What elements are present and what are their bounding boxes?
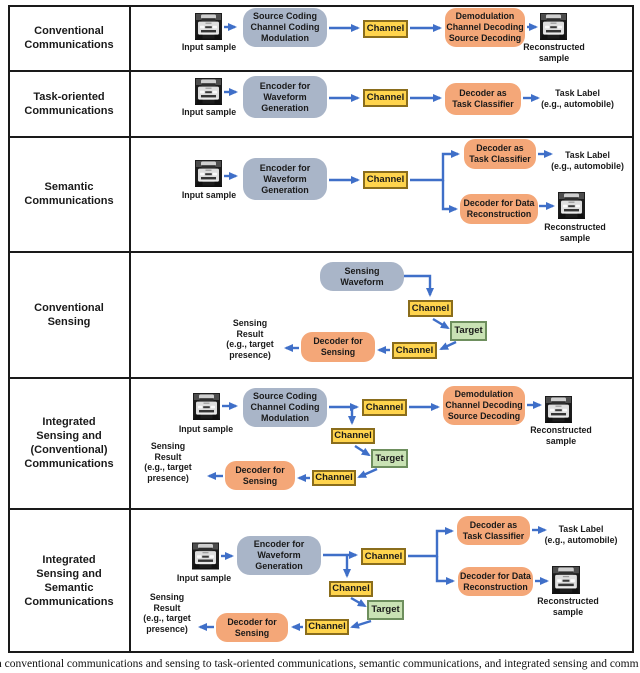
input-sample-caption: Input sample (176, 573, 232, 583)
channel-box: Channel (363, 89, 408, 107)
reconstructed-sample-caption: Reconstructed sample (544, 222, 606, 243)
row-label-task-oriented-communications: Task-oriented Communications (24, 91, 114, 117)
input-sample-image (195, 78, 222, 105)
channel-box: Channel (363, 171, 408, 189)
row-label-integrated-sensing-semantic: Integrated Sensing and Semantic Communic… (24, 554, 114, 608)
target-box: Target (371, 449, 408, 468)
encoder-box: Source Coding Channel Coding Modulation (243, 8, 327, 47)
target-box: Target (367, 600, 404, 620)
decoder-task-classifier-box: Decoder as Task Classifier (464, 139, 536, 169)
task-label-text: Task Label (e.g., automobile) (551, 150, 624, 171)
figure-caption: n conventional communications and sensin… (0, 658, 639, 670)
task-label-text: Task Label (e.g., automobile) (541, 88, 614, 109)
column-divider (129, 5, 131, 653)
reconstructed-sample-image (552, 566, 580, 594)
channel-box: Channel (408, 300, 453, 317)
channel-box: Channel (363, 20, 408, 38)
decoder-box: Decoder as Task Classifier (445, 83, 521, 115)
decoder-sensing-box: Decoder for Sensing (225, 461, 295, 490)
reconstructed-sample-image (545, 396, 572, 423)
encoder-box: Encoder for Waveform Generation (243, 158, 327, 200)
channel-box: Channel (331, 428, 375, 444)
row-label-conventional-communications: Conventional Communications (24, 25, 114, 51)
row-divider-3 (8, 251, 634, 253)
row-divider-2 (8, 136, 634, 138)
task-label-text: Task Label (e.g., automobile) (544, 524, 618, 545)
channel-box: Channel (362, 399, 407, 416)
sensing-result-text: Sensing Result (e.g., target presence) (143, 592, 191, 634)
decoder-box: Demodulation Channel Decoding Source Dec… (443, 386, 525, 425)
reconstructed-sample-caption: Reconstructed sample (537, 596, 599, 617)
channel-box: Channel (312, 470, 356, 486)
encoder-box: Encoder for Waveform Generation (237, 536, 321, 575)
row-label-integrated-sensing-conventional: Integrated Sensing and (Conventional) Co… (24, 416, 114, 470)
reconstructed-sample-image (558, 192, 585, 219)
row-divider-5 (8, 508, 634, 510)
input-sample-image (195, 160, 222, 187)
row-label-conventional-sensing: Conventional Sensing (34, 302, 104, 328)
table-frame (8, 5, 634, 653)
row-divider-4 (8, 377, 634, 379)
channel-box: Channel (361, 548, 406, 565)
sensing-result-text: Sensing Result (e.g., target presence) (144, 441, 192, 483)
row-label-semantic-communications: Semantic Communications (24, 181, 114, 207)
input-sample-image (195, 13, 222, 40)
decoder-task-classifier-box: Decoder as Task Classifier (457, 516, 530, 545)
input-sample-caption: Input sample (181, 190, 237, 200)
encoder-box: Source Coding Channel Coding Modulation (243, 388, 327, 427)
input-sample-caption: Input sample (181, 42, 237, 52)
decoder-data-reconstruction-box: Decoder for Data Reconstruction (458, 567, 533, 596)
input-sample-caption: Input sample (178, 424, 234, 434)
channel-box: Channel (392, 342, 437, 359)
decoder-box: Demodulation Channel Decoding Source Dec… (445, 8, 525, 47)
decoder-sensing-box: Decoder for Sensing (216, 613, 288, 642)
input-sample-image (193, 393, 220, 420)
reconstructed-sample-caption: Reconstructed sample (530, 425, 592, 446)
input-sample-image (192, 542, 219, 570)
channel-box: Channel (305, 619, 349, 635)
sensing-waveform-box: Sensing Waveform (320, 262, 404, 291)
encoder-box: Encoder for Waveform Generation (243, 76, 327, 118)
target-box: Target (450, 321, 487, 341)
sensing-result-text: Sensing Result (e.g., target presence) (226, 318, 274, 360)
reconstructed-sample-caption: Reconstructed sample (523, 42, 585, 63)
decoder-sensing-box: Decoder for Sensing (301, 332, 375, 362)
decoder-data-reconstruction-box: Decoder for Data Reconstruction (460, 194, 538, 224)
channel-box: Channel (329, 581, 373, 597)
reconstructed-sample-image (540, 13, 567, 40)
row-divider-1 (8, 70, 634, 72)
input-sample-caption: Input sample (181, 107, 237, 117)
